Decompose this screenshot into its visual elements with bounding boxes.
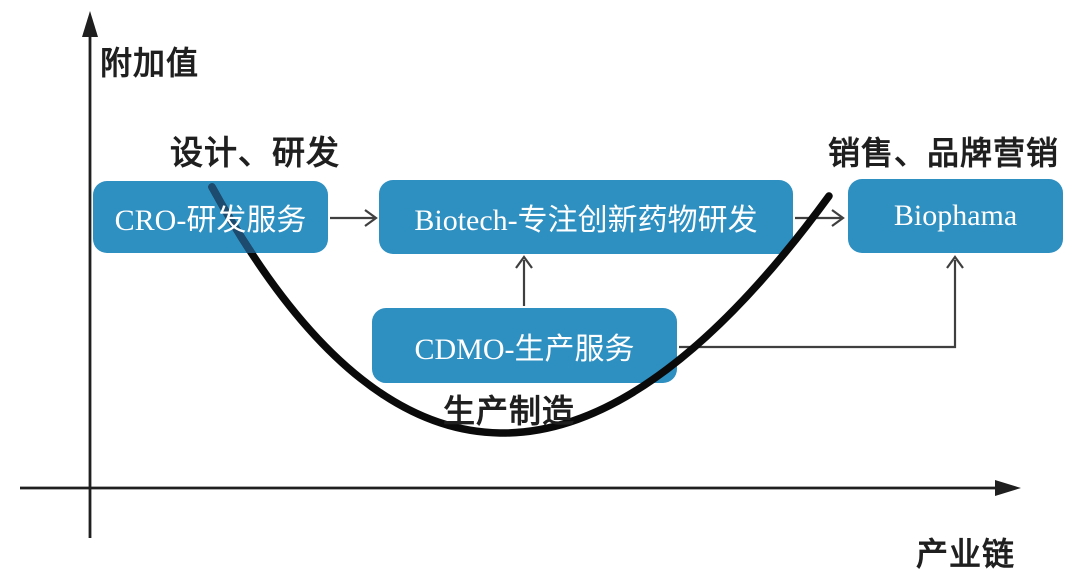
biopharma-box [848,179,1063,253]
y-axis-arrowhead-icon [82,11,98,37]
biotech-box-label: Biotech-专注创新药物研发 [414,204,758,237]
cdmo-box [372,308,677,383]
arrow-biotech-to-biopharma [795,209,845,227]
biotech-box [379,180,793,254]
x-axis-arrowhead-icon [995,480,1021,496]
x-axis-label: 产业链 [916,536,1016,572]
cro-box [93,181,328,253]
stage-label-design-rd: 设计、研发 [170,134,340,171]
cdmo-box-label: CDMO-生产服务 [414,332,635,366]
arrow-cro-to-biotech [330,209,378,227]
y-axis-label: 附加值 [100,45,200,81]
cro-box-label: CRO-研发服务 [114,204,307,237]
arrow-cdmo-to-biotech [515,255,533,306]
stage-label-sales-branding: 销售、品牌营销 [828,135,1060,171]
stage-label-manufacturing: 生产制造 [443,393,576,429]
biopharma-box-label: Biophama [893,199,1018,232]
smile-curve [208,183,833,437]
arrow-cdmo-to-biopharma [679,255,964,349]
